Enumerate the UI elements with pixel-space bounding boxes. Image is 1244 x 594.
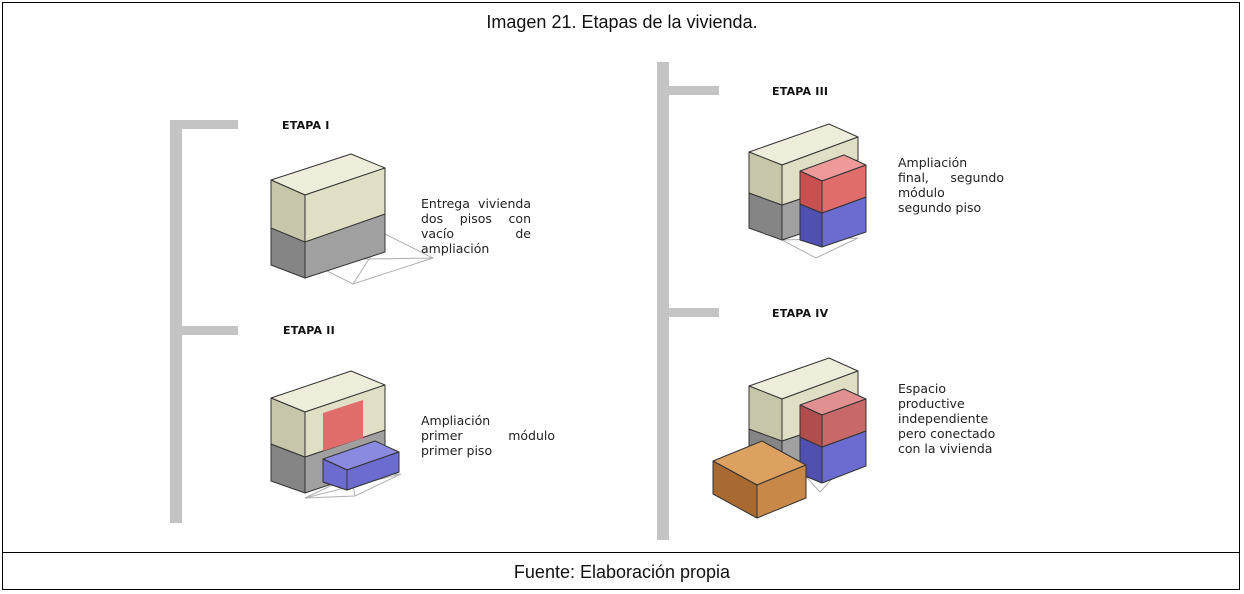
- description-line: pero conectado: [898, 426, 996, 441]
- orange-module: [712, 440, 807, 519]
- figure-title: Imagen 21. Etapas de la vivienda.: [486, 12, 758, 32]
- stage-2-description: Ampliación primer módulo primer piso: [421, 413, 555, 458]
- red-module: [799, 388, 867, 448]
- word: Ampliación: [898, 155, 968, 170]
- description-line: Ampliación: [421, 413, 555, 428]
- description-line: módulo: [898, 185, 1004, 200]
- upper-floor-volume: [270, 370, 386, 458]
- stage-4-label: ETAPA IV: [772, 307, 829, 320]
- word: vivienda: [478, 196, 531, 211]
- stage-4-description: Espacio productive independiente pero co…: [898, 381, 1038, 456]
- stage-2-volumes: [270, 370, 402, 499]
- word: con: [508, 211, 531, 226]
- stage-2-label: ETAPA II: [283, 324, 335, 337]
- word: Entrega: [421, 196, 470, 211]
- blue-module: [322, 440, 400, 491]
- word: primer piso: [421, 443, 493, 458]
- word: final,: [898, 170, 929, 185]
- word: Ampliación: [421, 413, 491, 428]
- stage-1-label: ETAPA I: [282, 119, 330, 132]
- word: módulo: [508, 428, 555, 443]
- figure-source: Fuente: Elaboración propia: [513, 562, 731, 582]
- description-line: ampliación: [421, 241, 531, 256]
- red-module: [799, 154, 867, 214]
- description-line: independiente: [898, 411, 989, 426]
- word: módulo: [898, 185, 945, 200]
- word: pisos: [459, 211, 492, 226]
- description-line: dos pisos con: [421, 211, 531, 226]
- word: dos: [421, 211, 444, 226]
- upper-floor-volume: [270, 153, 386, 243]
- word: primer: [421, 428, 463, 443]
- description-line: final, segundo: [898, 170, 1004, 185]
- description-line: primer módulo: [421, 428, 555, 443]
- stage-3-description: Ampliación final, segundo módulo segundo …: [898, 155, 1004, 215]
- stage-1-volumes: [270, 153, 435, 285]
- description-line: Entrega vivienda: [421, 196, 531, 211]
- stage-3-volumes: [748, 123, 867, 259]
- description-line: Ampliación: [898, 155, 1004, 170]
- description-line: Espacio: [898, 381, 946, 396]
- stage-3-label: ETAPA III: [772, 85, 829, 98]
- description-line: con la vivienda: [898, 441, 993, 456]
- caption-divider: [2, 552, 1240, 553]
- description-line: vacío de: [421, 226, 531, 241]
- word: segundo piso: [898, 200, 982, 215]
- timeline-right: [657, 62, 719, 540]
- description-line: segundo piso: [898, 200, 1004, 215]
- timeline-left: [170, 120, 238, 523]
- blue-module: [799, 430, 867, 484]
- word: de: [515, 226, 531, 241]
- description-line: productive: [898, 396, 965, 411]
- word: vacío: [421, 226, 455, 241]
- stage-1-description: Entrega vivienda dos pisos con vacío de ampl…: [421, 196, 531, 256]
- word: segundo: [950, 170, 1004, 185]
- stage-4-volumes: [712, 357, 867, 519]
- word: ampliación: [421, 241, 490, 256]
- description-line: primer piso: [421, 443, 555, 458]
